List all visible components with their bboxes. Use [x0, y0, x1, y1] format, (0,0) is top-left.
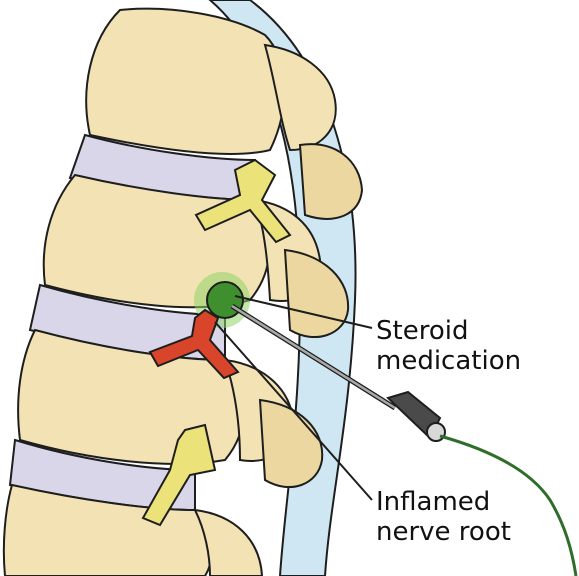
nerve-label-line-2: nerve root [376, 517, 511, 547]
nerve-label-line-1: Inflamed [376, 487, 511, 517]
steroid-medication-label: Steroid medication [376, 316, 521, 376]
syringe-connector [427, 423, 445, 441]
steroid-medication-blob [207, 282, 243, 318]
steroid-label-line-1: Steroid [376, 316, 521, 346]
steroid-label-line-2: medication [376, 346, 521, 376]
inflamed-nerve-root-label: Inflamed nerve root [376, 487, 511, 547]
